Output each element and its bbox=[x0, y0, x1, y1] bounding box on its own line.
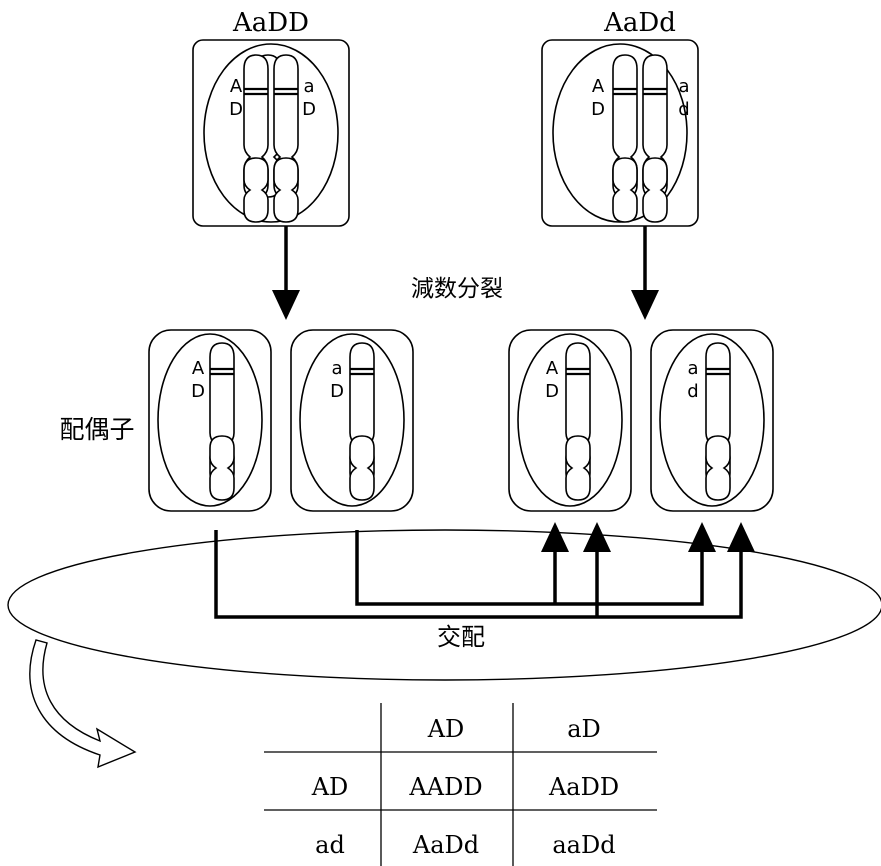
punnett-row-header: ad bbox=[315, 831, 345, 859]
mating-arrowhead bbox=[583, 522, 611, 552]
allele-label: D bbox=[191, 381, 205, 402]
parent-genotype-1: AaDD bbox=[232, 8, 309, 38]
allele-label: A bbox=[546, 358, 559, 379]
punnett-cell: AaDD bbox=[548, 773, 619, 801]
punnett-cell: aaDd bbox=[552, 831, 615, 859]
allele-label: D bbox=[330, 381, 344, 402]
allele-label: D bbox=[229, 99, 243, 120]
meiosis-label: 減数分裂 bbox=[411, 276, 503, 302]
mating-lines bbox=[216, 530, 741, 617]
allele-label: a bbox=[687, 358, 698, 379]
mating-arrowhead bbox=[541, 522, 569, 552]
gamete-label: 配偶子 bbox=[59, 415, 134, 444]
parent-genotype-2: AaDd bbox=[603, 8, 676, 38]
gamete-1: A D bbox=[149, 330, 271, 511]
mating-label: 交配 bbox=[437, 623, 485, 651]
mating-arrowhead bbox=[688, 522, 716, 552]
allele-label: d bbox=[678, 99, 689, 120]
result-curved-arrow bbox=[30, 640, 135, 767]
allele-label: a bbox=[303, 76, 314, 97]
punnett-cell: AaDd bbox=[412, 831, 479, 859]
gamete-4: a d bbox=[651, 330, 773, 511]
parent-cell-1: AaDD A D a D bbox=[193, 8, 349, 226]
allele-label: D bbox=[591, 99, 605, 120]
allele-label: A bbox=[592, 76, 605, 97]
allele-label: a bbox=[331, 358, 342, 379]
allele-label: A bbox=[230, 76, 243, 97]
mating-arrowhead bbox=[727, 522, 755, 552]
mating-line bbox=[357, 530, 702, 604]
punnett-square: AD aD AD AADD AaDD ad AaDd aaDd bbox=[264, 703, 657, 866]
parent-cell-2: AaDd A D a d bbox=[542, 8, 698, 226]
punnett-col-header: AD bbox=[427, 715, 465, 743]
gamete-3: A D bbox=[509, 330, 631, 511]
meiosis-arrowhead bbox=[631, 290, 659, 320]
allele-label: A bbox=[192, 358, 205, 379]
punnett-row-header: AD bbox=[311, 773, 349, 801]
punnett-cell: AADD bbox=[408, 773, 482, 801]
punnett-col-header: aD bbox=[567, 715, 601, 743]
gamete-2: a D bbox=[291, 330, 413, 511]
allele-label: d bbox=[687, 381, 698, 402]
allele-label: a bbox=[678, 76, 689, 97]
allele-label: D bbox=[545, 381, 559, 402]
meiosis-arrowhead bbox=[272, 290, 300, 320]
meiosis-arrows bbox=[272, 226, 659, 320]
allele-label: D bbox=[302, 99, 316, 120]
